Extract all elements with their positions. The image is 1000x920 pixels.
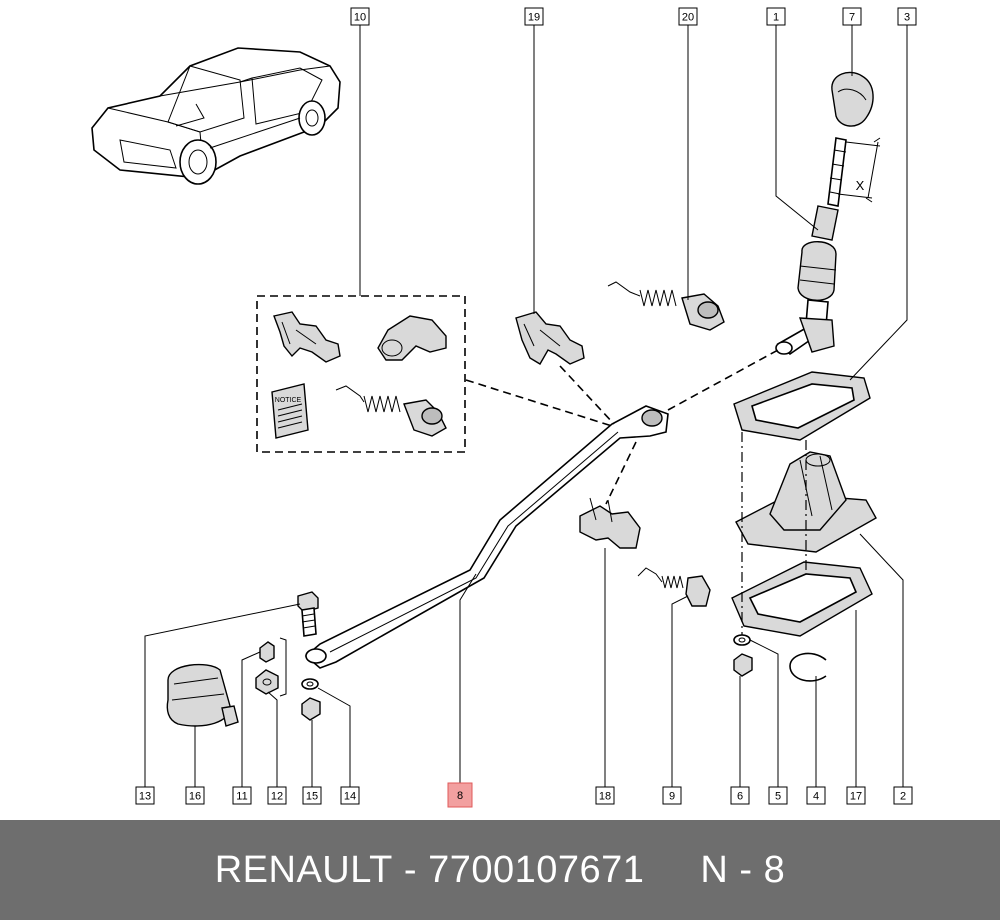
label-15: 15 — [302, 786, 322, 805]
part-14-washer — [301, 678, 319, 690]
bracket-11-12 — [279, 637, 287, 697]
part-20-spring — [607, 281, 725, 331]
label-2: 2 — [893, 786, 913, 805]
part-15-nut — [301, 697, 321, 721]
label-12: 12 — [267, 786, 287, 805]
svg-text:9: 9 — [669, 791, 675, 803]
label-20: 20 — [678, 7, 698, 26]
label-5: 5 — [768, 786, 788, 805]
kit-clip-part — [377, 315, 447, 361]
svg-text:12: 12 — [271, 791, 283, 803]
svg-text:16: 16 — [189, 791, 201, 803]
dimension-x: X — [837, 137, 881, 203]
label-8-highlighted[interactable]: 8 — [447, 782, 473, 808]
label-14: 14 — [340, 786, 360, 805]
parts-diagram: NOTICE — [91, 7, 917, 808]
label-1: 1 — [766, 7, 786, 26]
bracket-to-rod-dash — [559, 365, 615, 425]
footer-brand: RENAULT — [214, 848, 393, 891]
svg-text:4: 4 — [813, 791, 819, 803]
svg-text:2: 2 — [900, 791, 906, 803]
car-illustration — [91, 47, 341, 185]
label-6: 6 — [730, 786, 750, 805]
footer-part-number: 7700107671 — [428, 848, 645, 891]
label-16: 16 — [185, 786, 205, 805]
part-17-plate — [731, 561, 873, 637]
part-9-spring — [637, 567, 711, 607]
part-11-nut — [259, 641, 275, 663]
part-13-bolt — [297, 591, 319, 637]
svg-text:20: 20 — [682, 12, 694, 24]
svg-text:6: 6 — [737, 791, 743, 803]
label-19: 19 — [524, 7, 544, 26]
part-3-gasket — [733, 371, 871, 441]
part-8-shift-rod — [304, 405, 669, 669]
footer-position: N - 8 — [700, 848, 786, 891]
label-17: 17 — [846, 786, 866, 805]
label-10: 10 — [350, 7, 370, 26]
svg-text:3: 3 — [904, 12, 910, 24]
kit-box — [256, 295, 466, 453]
kit-spring-part — [335, 385, 447, 437]
label-7: 7 — [842, 7, 862, 26]
part-19-bracket — [515, 311, 585, 365]
dimension-x-label: X — [856, 178, 865, 193]
svg-text:17: 17 — [850, 791, 862, 803]
kit-booklet: NOTICE — [271, 383, 309, 439]
svg-text:14: 14 — [344, 791, 356, 803]
svg-text:5: 5 — [775, 791, 781, 803]
part-5-washer — [733, 634, 751, 646]
label-9: 9 — [662, 786, 682, 805]
part-7-knob — [831, 71, 874, 127]
kit-to-rod-dash — [465, 379, 613, 427]
footer-dash: - — [403, 848, 417, 891]
svg-text:15: 15 — [306, 791, 318, 803]
svg-text:10: 10 — [354, 12, 366, 24]
kit-bracket-part — [273, 311, 341, 363]
svg-text:1: 1 — [773, 12, 779, 24]
svg-text:11: 11 — [236, 791, 247, 803]
part-1-lever — [775, 137, 847, 356]
part-6-nut — [733, 653, 753, 677]
label-3: 3 — [897, 7, 917, 26]
leader-lines — [144, 25, 908, 787]
rod-to-lever-dash — [667, 349, 779, 411]
label-18: 18 — [595, 786, 615, 805]
rod-to-clip-dash — [605, 441, 637, 505]
footer-bar: RENAULT - 7700107671 N - 8 — [0, 820, 1000, 920]
booklet-title: NOTICE — [275, 397, 302, 404]
label-4: 4 — [806, 786, 826, 805]
part-12-nut — [255, 669, 279, 695]
part-18-bracket — [579, 497, 641, 549]
label-13: 13 — [135, 786, 155, 805]
svg-text:19: 19 — [528, 12, 540, 24]
part-4-ring — [789, 652, 827, 682]
svg-text:13: 13 — [139, 791, 151, 803]
svg-text:18: 18 — [599, 791, 611, 803]
svg-text:8: 8 — [457, 790, 463, 802]
label-11: 11 — [232, 786, 252, 805]
part-16-boot — [166, 663, 239, 727]
svg-text:7: 7 — [849, 12, 855, 24]
